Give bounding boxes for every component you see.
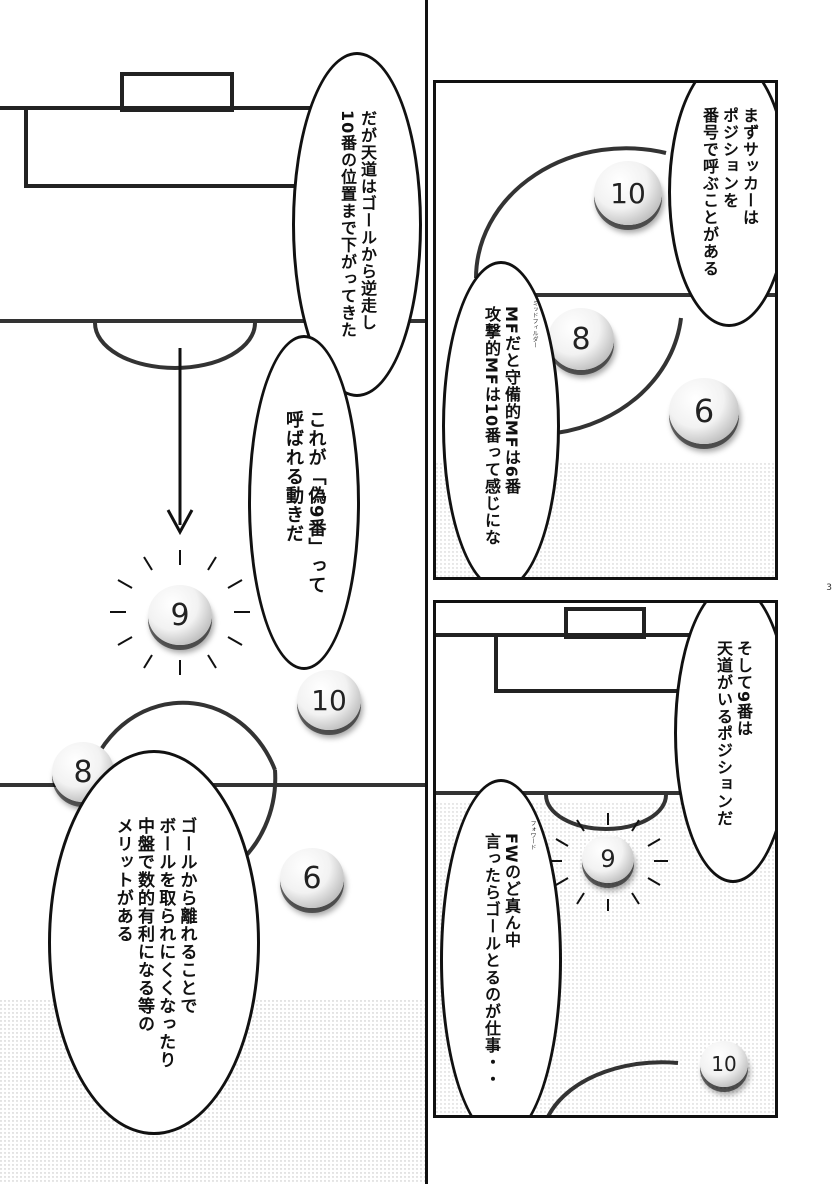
bubble-line: 呼ばれる動きだ <box>283 410 304 544</box>
bubble-line: 10番の位置まで下がってきた <box>338 110 357 339</box>
bubble-line: FWのど真ん中 <box>502 832 521 949</box>
furigana-forward: フォワード <box>529 820 536 850</box>
speech-bubble-positions-by-number: まずサッカーは ポジションを 番号で呼ぶことがある <box>668 83 775 327</box>
bubble-line: メリットがある <box>112 816 133 943</box>
player-8-number: 8 <box>571 321 591 357</box>
bubble-line: 天道がいるポジションだ <box>714 639 733 827</box>
player-10-ball: 10 <box>700 1041 748 1087</box>
player-6-number: 6 <box>302 860 322 896</box>
bubble-line: ポジションを <box>720 107 739 209</box>
player-6-ball: 6 <box>280 848 344 908</box>
player-9-number: 9 <box>600 845 616 873</box>
bubble-line: 攻撃的MFは10番って感じにな <box>482 305 501 547</box>
bubble-line: ボールを取られにくくなったり <box>155 816 176 1069</box>
player-6-number: 6 <box>693 392 715 430</box>
bubble-line: ゴールから離れることで <box>176 816 197 1015</box>
speech-bubble-nine-position: そして9番は 天道がいるポジションだ <box>674 603 775 883</box>
bubble-line: そして9番は <box>734 639 753 737</box>
left-panel: 9 10 8 6 だが天道はゴールから逆走し 10番の位置まで下がってきた これ… <box>0 52 425 1184</box>
bubble-line: だが天道はゴールから逆走し <box>358 110 377 332</box>
player-10-number: 10 <box>711 1052 737 1076</box>
player-8-ball: 8 <box>548 308 614 370</box>
speech-bubble-mf-numbers: MFだと守備的MFは6番 攻撃的MFは10番って感じにな ミッドフィルダー <box>442 261 560 577</box>
player-10-ball: 10 <box>297 670 361 730</box>
player-9-ball: 9 <box>148 585 212 645</box>
player-10-number: 10 <box>311 683 347 717</box>
goal <box>120 72 234 112</box>
furigana-midfielder: ミッドフィルダー <box>531 300 538 348</box>
speech-bubble-false-nine-name: これが「偽9番」って 呼ばれる動きだ <box>248 335 360 670</box>
goal <box>564 607 646 639</box>
bubble-line: まずサッカーは <box>740 107 759 226</box>
page-number: 3 <box>826 583 832 593</box>
penalty-box <box>24 106 328 188</box>
penalty-arc <box>93 322 257 370</box>
player-10-number: 10 <box>610 176 646 210</box>
player-9-number: 9 <box>170 597 190 633</box>
bubble-line: これが「偽9番」って <box>305 410 327 595</box>
bubble-line: MFだと守備的MFは6番 <box>502 305 521 495</box>
lower-center-circle <box>546 1060 679 1115</box>
player-8-number: 8 <box>73 754 93 790</box>
bubble-line: 番号で呼ぶことがある <box>700 107 719 277</box>
speech-bubble-forward-role: FWのど真ん中 言ったらゴールとるのが仕事・・ フォワード <box>440 779 562 1115</box>
speech-bubble-merits: ゴールから離れることで ボールを取られにくくなったり 中盤で数的有利になる等の … <box>48 750 260 1135</box>
player-6-ball: 6 <box>669 378 739 444</box>
bubble-line: 中盤で数的有利になる等の <box>134 816 154 1033</box>
penalty-arc <box>544 794 668 831</box>
player-10-ball: 10 <box>594 161 662 225</box>
bottom-right-panel: 9 10 そして9番は 天道がいるポジションだ FWのど真ん中 言ったらゴールと… <box>433 600 778 1118</box>
glow-rays <box>110 550 250 675</box>
player-9-ball: 9 <box>582 835 634 883</box>
bubble-line: 言ったらゴールとるのが仕事・・ <box>482 832 501 1088</box>
page-gutter-line <box>425 0 428 1184</box>
center-circle <box>474 146 683 435</box>
top-right-panel: 10 8 6 まずサッカーは ポジションを 番号で呼ぶことがある MFだと守備的… <box>433 80 778 580</box>
movement-arrow-head <box>166 509 194 536</box>
